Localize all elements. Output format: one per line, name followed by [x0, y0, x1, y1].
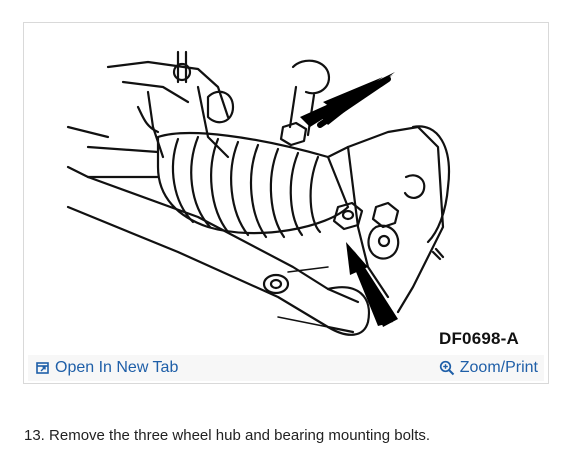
hub-bolts-illustration: [66, 50, 451, 336]
magnifier-icon: [439, 360, 455, 376]
wheel-hub-diagram: DF0698-A: [28, 27, 544, 353]
open-in-new-tab-label: Open In New Tab: [55, 359, 179, 376]
step-caption: 13. Remove the three wheel hub and beari…: [24, 427, 431, 444]
figure-container: DF0698-A Open In New Tab: [23, 22, 549, 384]
zoom-print-label: Zoom/Print: [459, 359, 538, 376]
zoom-print-link[interactable]: Zoom/Print: [439, 358, 538, 378]
figure-code: DF0698-A: [439, 329, 520, 348]
open-new-tab-icon: [36, 361, 50, 375]
figure-action-bar: Open In New Tab Zoom/Print: [28, 355, 544, 381]
open-in-new-tab-link[interactable]: Open In New Tab: [36, 358, 178, 378]
